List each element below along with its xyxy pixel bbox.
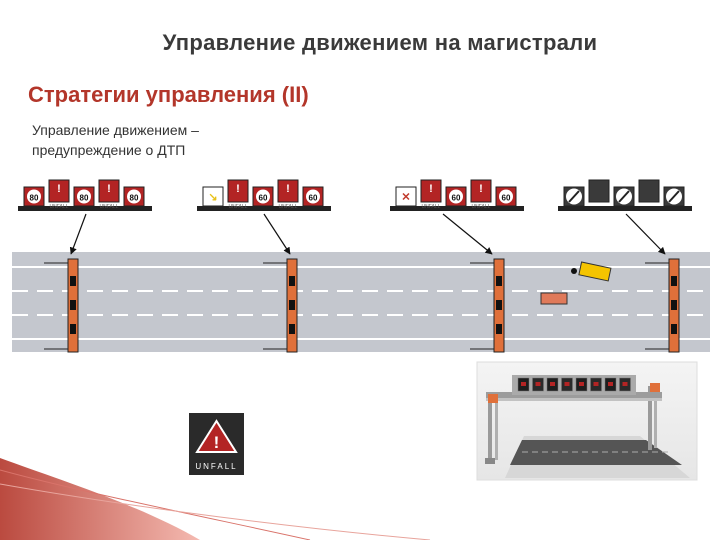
description-line-1: Управление движением – [32,122,199,138]
gantry-panel-1: 80! UNFALL 80! UNFALL 80 [18,179,152,211]
gantry-beam [558,206,692,211]
sign-warning: ! UNFALL [470,179,492,210]
photo-sign-light [564,382,570,386]
sign-speed-text: 60 [309,194,318,203]
photo-sign-light [608,382,613,386]
large-sign-caption: UNFALL [195,462,237,471]
sign-warning-text: ! [57,183,61,195]
gantry-panel-2: ↘! UNFALL 60! UNFALL 60 [197,179,331,211]
sign-warning: ! UNFALL [277,179,299,210]
gantry-beam [18,206,152,211]
road-gantry-4 [645,258,680,353]
sign-warning: ! UNFALL [420,179,442,210]
sign-blank [588,179,610,203]
sign-speed: 80 [73,186,95,207]
road-gantries [44,258,680,353]
section-subtitle: Стратегии управления (II) [28,82,309,107]
sign-warning: ! UNFALL [98,179,120,210]
photo-sign-light [579,382,584,386]
sign-end [563,186,585,207]
gantry-panel-3: ✕! UNFALL 60! UNFALL 60 [390,179,524,211]
sign-speed: 60 [495,186,517,207]
sign-warning-text: ! [429,183,433,195]
photo-sign-light [535,382,541,386]
gantry-beam [390,206,524,211]
corner-decoration [0,458,431,540]
gantry-photo [476,361,698,481]
sign-speed-text: 80 [30,194,39,203]
sign-warning-text: ! [236,183,240,195]
gantry-beam [197,206,331,211]
sign-speed: 60 [302,186,324,207]
sign-caption: UNFALL [472,204,491,210]
pointer-lines [69,213,666,255]
photo-sign-row [517,377,631,392]
sign-speed: 60 [252,186,274,207]
sign-speed: 60 [445,186,467,207]
sign-speed-text: 60 [259,194,268,203]
sign-speed: 80 [123,186,145,207]
sign-speed-text: 60 [502,194,511,203]
road-gantry-2 [263,258,298,353]
sign-cross-text: ✕ [401,192,410,204]
sign-arrow-text: ↘ [208,192,217,204]
sign-warning: ! UNFALL [48,179,70,210]
sign-warning-text: ! [286,183,290,195]
road-gantry-1 [44,258,79,353]
sign-end [613,186,635,207]
sign-cross: ✕ [395,186,417,207]
sign-warning-text: ! [479,183,483,195]
scenario-description: Управление движением – предупреждение о … [32,120,199,160]
sign-speed: 80 [23,186,45,207]
photo-sign-light [622,382,628,386]
sign-end [663,186,685,207]
description-line-2: предупреждение о ДТП [32,142,186,158]
photo-sign-light [550,382,555,386]
photo-sign-light [593,382,599,386]
sign-speed-text: 60 [452,194,461,203]
gantry-sign-panels: 80! UNFALL 80! UNFALL 80 ↘! UNFALL 60! UNFALL 60 ✕… [18,179,692,211]
sign-speed-text: 80 [130,194,139,203]
large-sign-symbol: ! [214,433,220,452]
sign-arrow: ↘ [202,186,224,207]
sign-caption: UNFALL [100,204,119,210]
sign-caption: UNFALL [50,204,69,210]
sign-caption: UNFALL [422,204,441,210]
photo-sign-light [521,382,526,386]
sign-caption: UNFALL [279,204,298,210]
crashed-car [571,261,612,282]
road-gantry-3 [470,258,505,353]
sign-warning: ! UNFALL [227,179,249,210]
sign-warning-text: ! [107,183,111,195]
sign-blank [638,179,660,203]
sign-speed-text: 80 [80,194,89,203]
page-title: Управление движением на магистрали [162,30,598,55]
large-accident-sign: ! UNFALL [189,413,244,475]
gantry-panel-4 [558,179,692,211]
sign-caption: UNFALL [229,204,248,210]
stopped-vehicle [540,292,568,305]
